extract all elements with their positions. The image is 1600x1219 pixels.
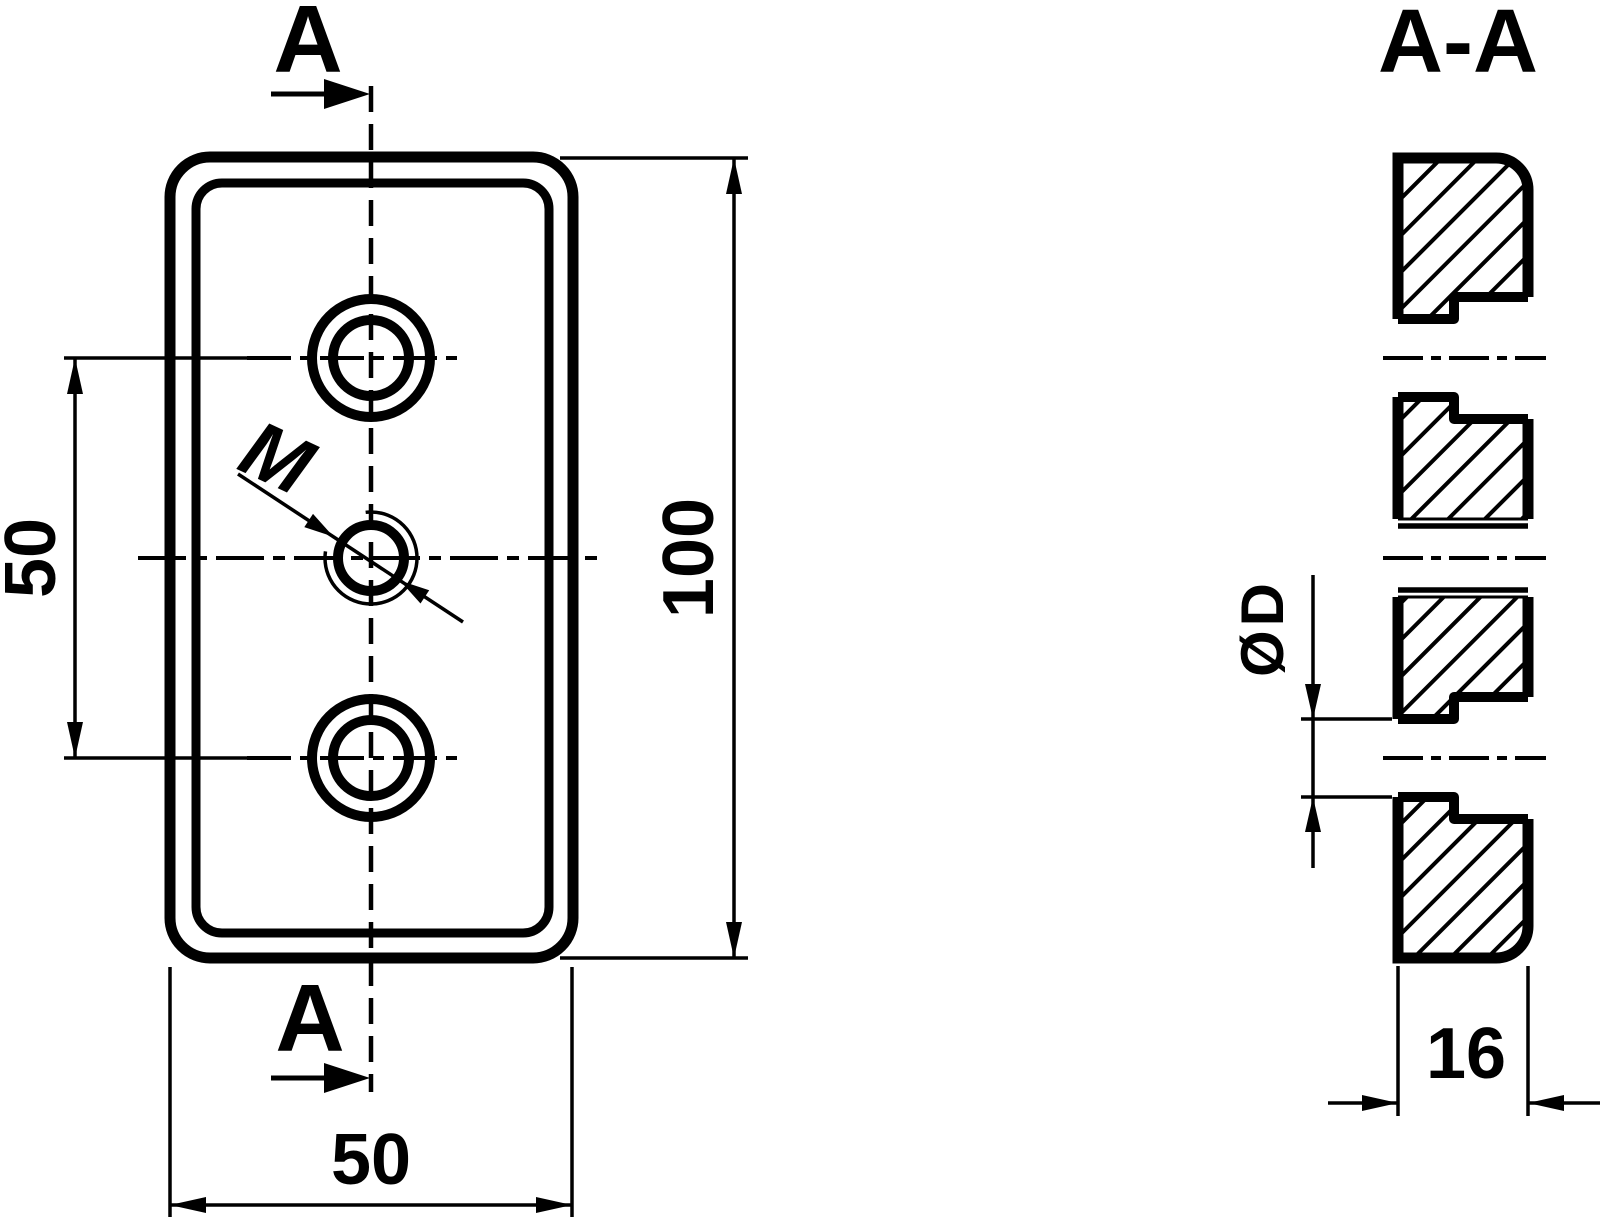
thread-leader-arrow-lower-icon xyxy=(400,580,430,604)
section-view xyxy=(1301,152,1600,1116)
section-outer-outline xyxy=(1392,152,1534,964)
dim-height-arrow-bottom-icon xyxy=(726,922,742,958)
section-thread-minor-lines xyxy=(1398,523,1528,593)
section-top-counterbore-outline xyxy=(1398,292,1528,424)
top-bore-circle xyxy=(328,315,414,401)
bottom-bore-circle xyxy=(328,715,414,801)
plate-outer-outline xyxy=(164,151,579,964)
dim-width-label: 50 xyxy=(331,1120,411,1200)
dim-bore-arrow-bottom-icon xyxy=(1305,797,1321,832)
dim-height-label: 100 xyxy=(649,498,729,618)
thread-major-arc xyxy=(323,510,419,606)
section-bottom-counterbore-outline xyxy=(1398,692,1528,824)
section-label-bottom: A xyxy=(275,965,344,1072)
dim-hole-spacing-label-group: 50 xyxy=(0,518,71,598)
thread-leader-arrow-upper-icon xyxy=(304,513,334,537)
top-counterbore-circle xyxy=(307,294,435,422)
dim-hole-spacing-arrow-top-icon xyxy=(67,358,83,394)
section-hatch-fill xyxy=(1398,158,1528,958)
dim-bore-label: ØD xyxy=(1229,579,1296,677)
dim-bore-arrow-top-icon xyxy=(1305,684,1321,719)
dim-width-arrow-left-icon xyxy=(170,1197,206,1213)
dim-thickness-label: 16 xyxy=(1426,1014,1506,1094)
bottom-counterbore-circle xyxy=(307,694,435,822)
dim-hole-spacing-arrow-bottom-icon xyxy=(67,722,83,758)
plate-inner-outline xyxy=(191,178,554,938)
thread-leader-line xyxy=(237,472,464,624)
dim-bore-label-group: ØD xyxy=(1229,579,1296,677)
dim-height-arrow-top-icon xyxy=(726,158,742,194)
section-arrow-bottom-icon xyxy=(324,1063,370,1093)
section-label-top: A xyxy=(273,0,342,93)
dim-width-arrow-right-icon xyxy=(536,1197,572,1213)
section-title: A-A xyxy=(1378,0,1538,92)
dim-hole-spacing-label: 50 xyxy=(0,518,71,598)
dim-thickness-arrow-right-icon xyxy=(1528,1095,1564,1111)
section-arrow-top-icon xyxy=(324,79,370,109)
section-thread-major-lines xyxy=(1398,517,1528,599)
thread-minor-circle xyxy=(333,520,409,596)
front-view xyxy=(64,79,748,1217)
dim-height-label-group: 100 xyxy=(649,498,729,618)
dim-thickness-arrow-left-icon xyxy=(1362,1095,1398,1111)
